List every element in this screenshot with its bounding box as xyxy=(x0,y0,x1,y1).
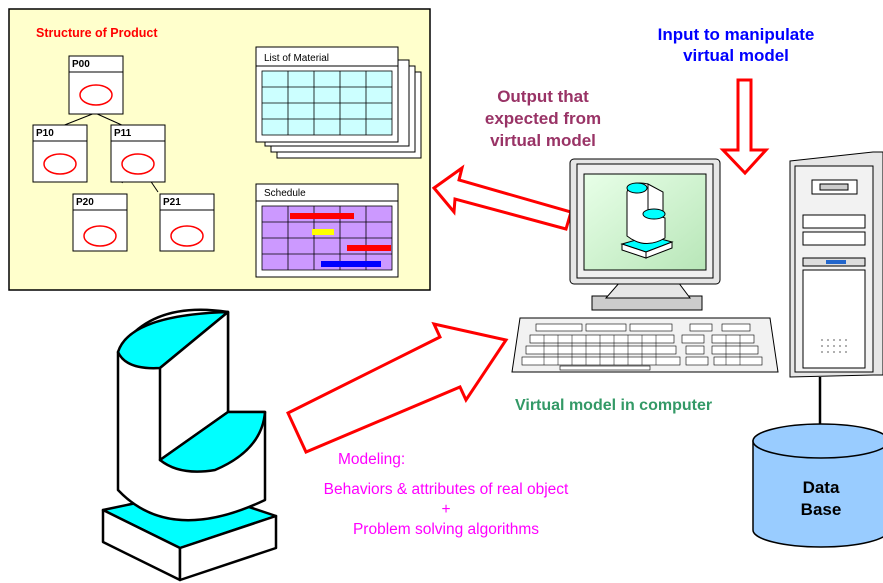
tree-node-p00: P00 xyxy=(68,55,124,115)
list-of-material-stack: List of Material xyxy=(255,46,422,159)
computer-monitor xyxy=(569,158,721,311)
modeling-line2: Problem solving algorithms xyxy=(352,521,540,538)
output-label-line1: Output that xyxy=(497,87,589,106)
tree-node-p11: P11 xyxy=(110,124,166,183)
output-label-line2: expected from xyxy=(484,109,602,128)
schedule-grid xyxy=(261,205,393,271)
modeling-arrow xyxy=(286,321,509,454)
tree-node-label: P21 xyxy=(163,197,181,208)
input-arrow xyxy=(719,78,770,176)
input-label-line1: Input to manipulate xyxy=(657,25,815,44)
output-arrow xyxy=(431,164,573,231)
virtual-model-label: Virtual model in computer xyxy=(515,397,713,414)
schedule-title: Schedule xyxy=(264,188,306,199)
modeling-title: Modeling: xyxy=(338,451,406,468)
computer-tower xyxy=(789,151,883,378)
schedule-bar-blue xyxy=(321,261,381,267)
schedule-sheet: Schedule xyxy=(255,183,399,278)
database-label-line2: Base xyxy=(800,500,842,519)
screen-model xyxy=(620,182,674,259)
tree-node-label: P20 xyxy=(76,197,94,208)
output-label: Output that expected from virtual model xyxy=(448,86,638,152)
modeling-line1: Behaviors & attributes of real object xyxy=(323,481,569,498)
database-label: Data Base xyxy=(780,477,862,521)
keyboard xyxy=(511,317,779,373)
modeling-plus: + xyxy=(441,501,451,518)
modeling-label: Modeling: Behaviors & attributes of real… xyxy=(300,450,592,540)
input-label: Input to manipulate virtual model xyxy=(610,24,862,66)
tree-node-p10: P10 xyxy=(32,124,88,183)
list-of-material-title: List of Material xyxy=(264,53,329,64)
material-table xyxy=(261,70,393,136)
real-object-model xyxy=(101,308,278,582)
product-structure-panel: P00 P10 P11 P20 P21 xyxy=(8,8,431,291)
tree-node-label: P00 xyxy=(72,59,90,70)
database-label-line1: Data xyxy=(802,478,840,497)
database-cylinder xyxy=(752,423,883,548)
schedule-bar-red xyxy=(347,245,391,251)
schedule-bar-yellow xyxy=(312,229,334,235)
product-structure-title: Structure of Product xyxy=(36,26,158,40)
schedule-bar-red xyxy=(290,213,354,219)
tree-node-label: P11 xyxy=(114,128,132,139)
list-of-material-sheet: List of Material xyxy=(255,46,399,143)
input-label-line2: virtual model xyxy=(683,46,789,65)
tree-node-p20: P20 xyxy=(72,193,128,252)
output-label-line3: virtual model xyxy=(490,131,596,150)
tree-node-label: P10 xyxy=(36,128,54,139)
tree-node-p21: P21 xyxy=(159,193,215,252)
